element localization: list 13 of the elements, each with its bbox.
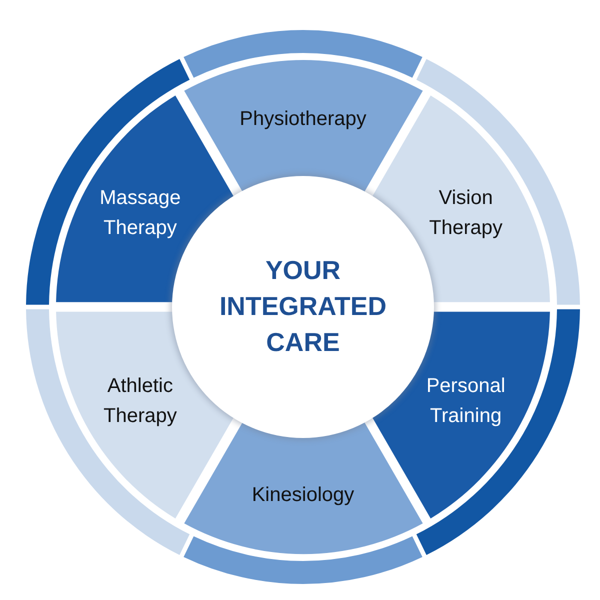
segment-label: Kinesiology: [250, 482, 356, 508]
segment-label: Massage Therapy: [98, 186, 182, 241]
ring-arc: [416, 309, 580, 555]
center-title: YOUR INTEGRATED CARE: [218, 254, 388, 359]
segment-label: Physiotherapy: [239, 107, 367, 132]
segment-label: Personal Training: [425, 374, 506, 429]
segment-label: Athletic Therapy: [102, 374, 178, 429]
ring-arc: [416, 59, 580, 305]
segment-label: Vision Therapy: [428, 186, 504, 241]
ring-arc: [184, 30, 422, 78]
ring-arc: [26, 309, 190, 555]
ring-arc: [26, 59, 190, 305]
ring-arc: [184, 536, 422, 584]
